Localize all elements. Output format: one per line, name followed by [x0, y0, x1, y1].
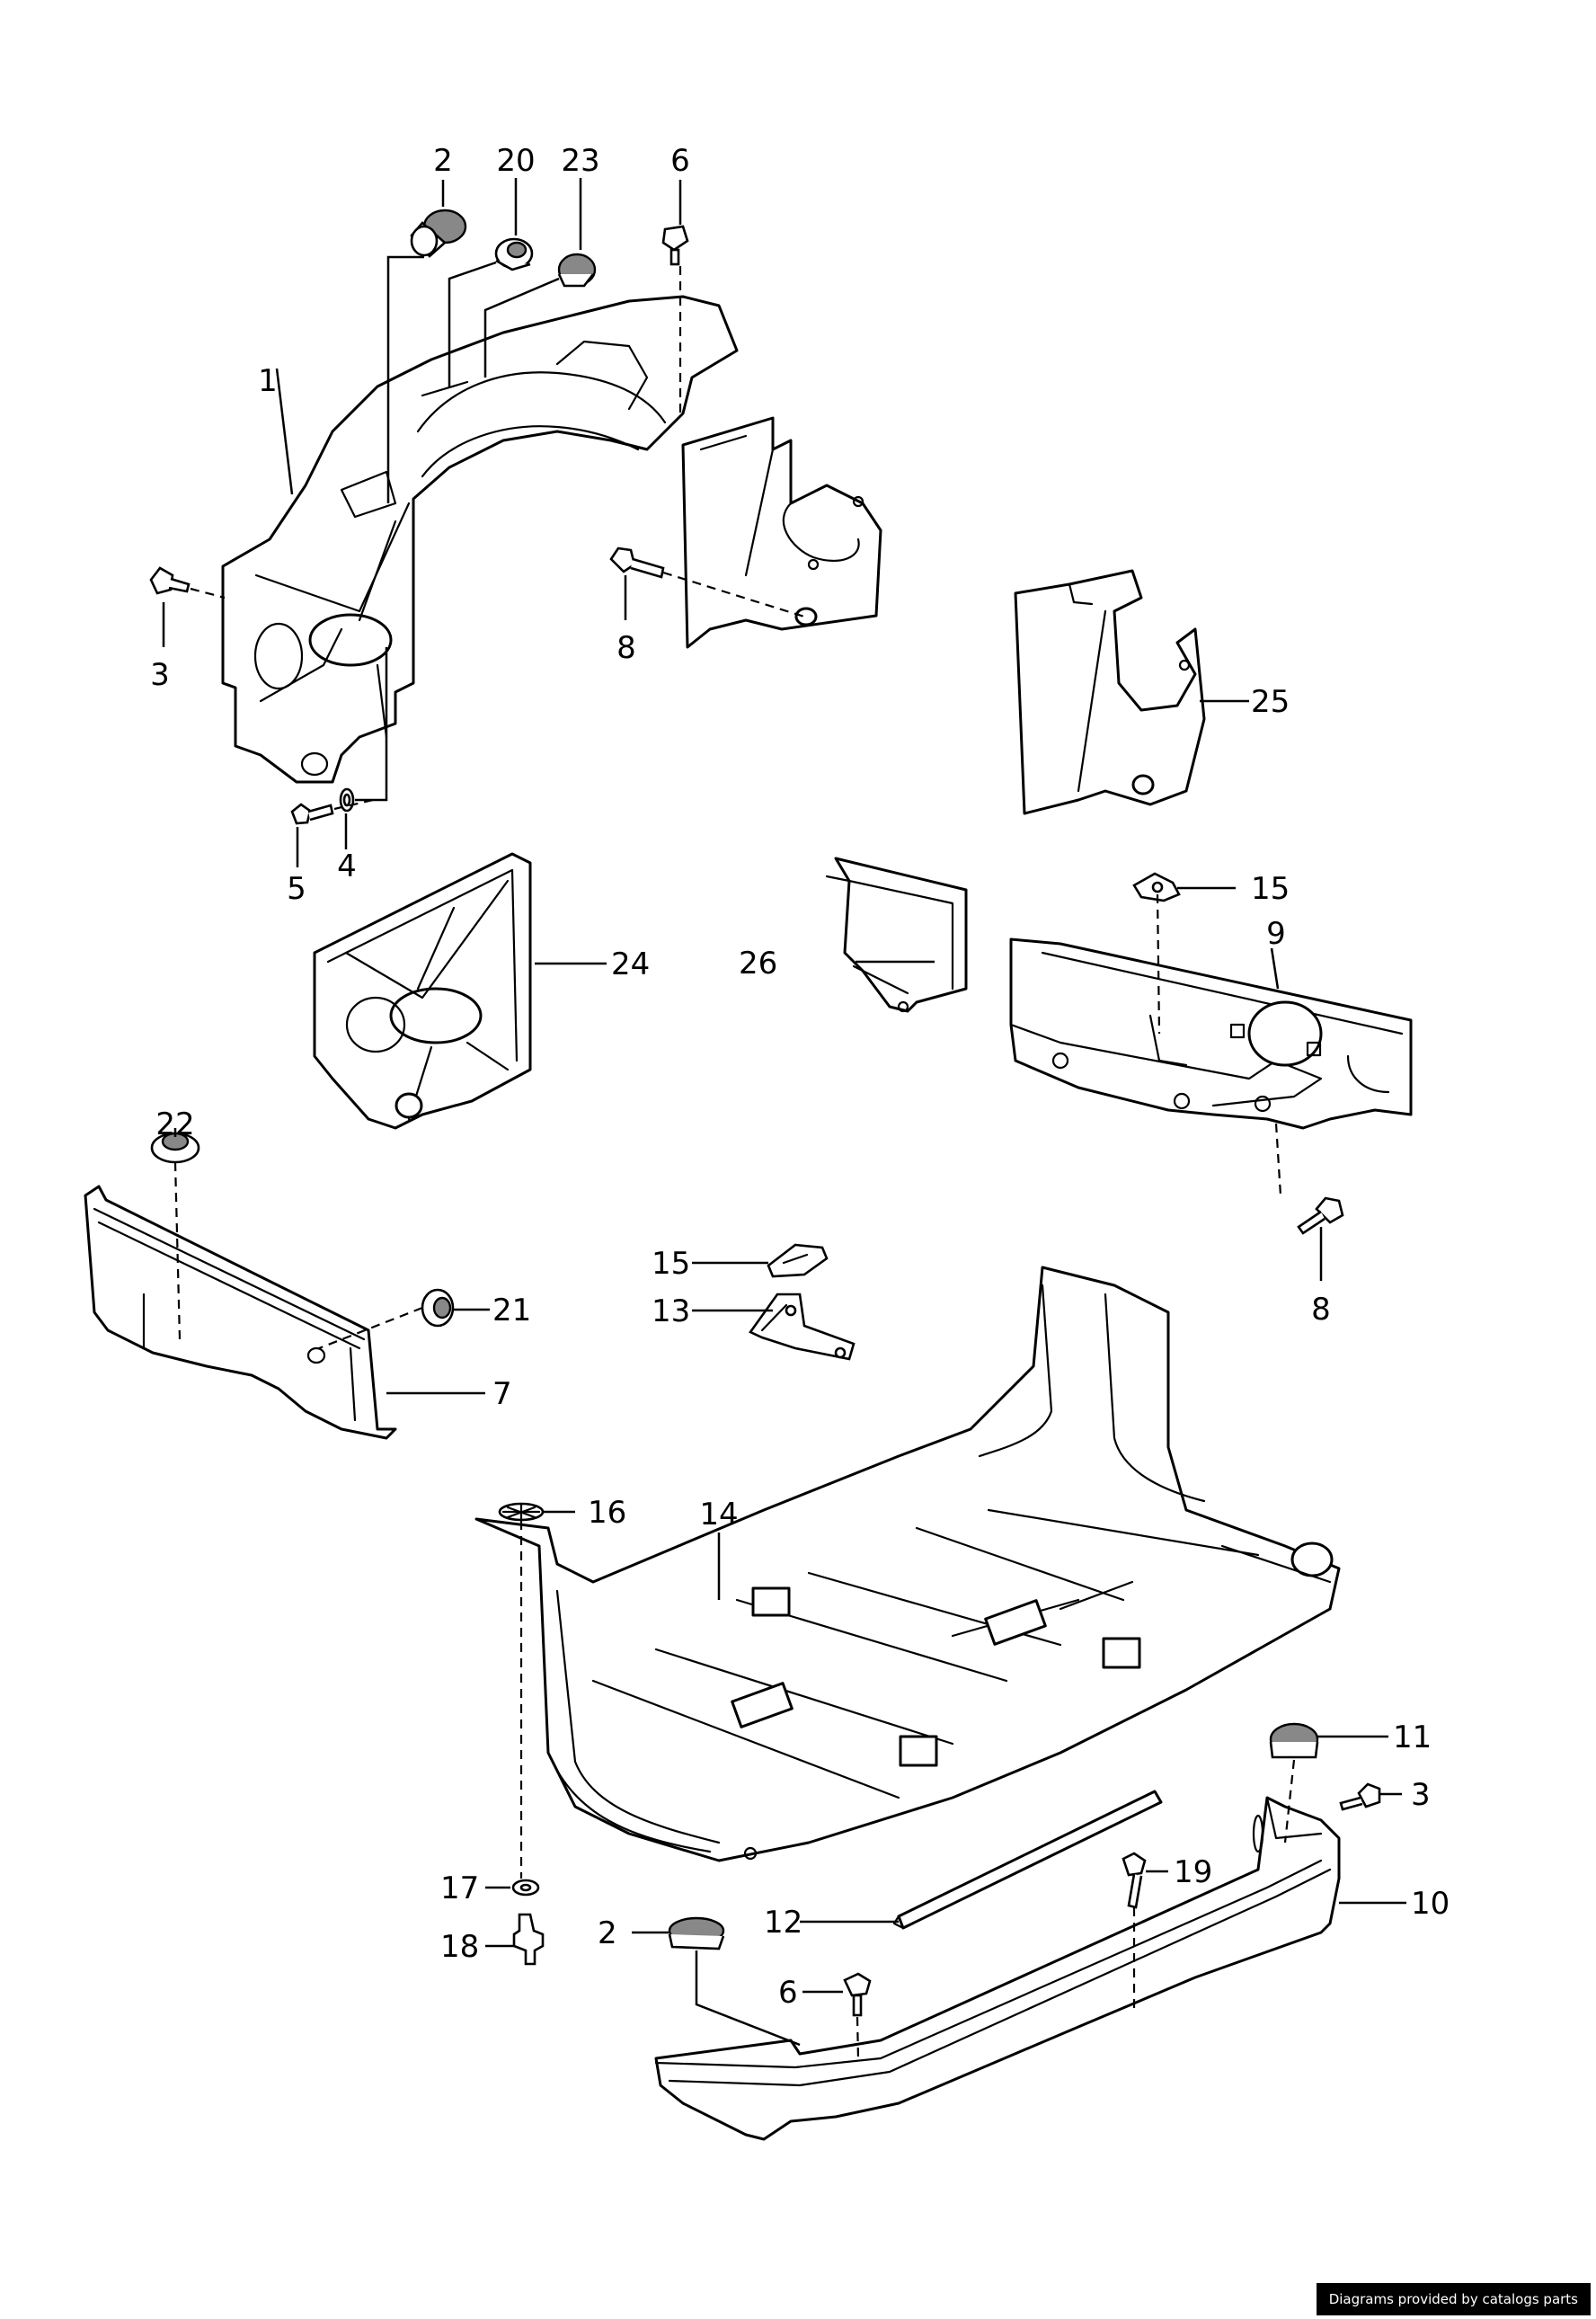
- callout-4: 4: [337, 849, 357, 884]
- bolt-3-right: [1339, 1782, 1381, 1811]
- callout-8: 8: [616, 630, 636, 666]
- callout-6: 6: [670, 143, 690, 179]
- callout-7: 7: [492, 1376, 512, 1412]
- plug-11: [1269, 1722, 1319, 1759]
- callout-11: 11: [1393, 1719, 1432, 1755]
- hardware: [149, 209, 1381, 2017]
- callout-19: 19: [1174, 1854, 1212, 1890]
- clip-15-mid: [767, 1243, 829, 1278]
- callout-25: 25: [1251, 684, 1290, 720]
- part-25-shield: [1014, 569, 1206, 815]
- callout-13: 13: [652, 1293, 690, 1329]
- bolt-8-top: [609, 546, 665, 579]
- assembly-lines: [173, 255, 1296, 2059]
- callout-2: 2: [433, 143, 453, 179]
- callout-1: 1: [258, 363, 278, 399]
- part-12-strip: [892, 1790, 1163, 1930]
- callout-9: 9: [1266, 916, 1286, 952]
- credit-badge: Diagrams provided by catalogs parts: [1316, 2283, 1591, 2315]
- callout-23: 23: [561, 143, 599, 179]
- callout-22: 22: [155, 1106, 194, 1142]
- callout-26: 26: [739, 946, 777, 982]
- callout-24: 24: [611, 946, 650, 982]
- clip-15-right: [1132, 872, 1181, 902]
- part-14-underbody-panel: [474, 1266, 1341, 1862]
- callout-labels: 1 2 20 23 6 3 8 4 5 25 24 26 15 9 22 21 …: [150, 143, 1450, 2011]
- callout-15: 15: [1251, 871, 1290, 907]
- grommet-21: [421, 1288, 455, 1328]
- callout-3: 3: [150, 657, 170, 693]
- callout-16: 16: [588, 1495, 626, 1531]
- callout-18: 18: [440, 1929, 479, 1965]
- pin-18: [512, 1913, 545, 1966]
- callout-8b: 8: [1311, 1292, 1331, 1328]
- bracket-13: [749, 1293, 856, 1361]
- callout-2b: 2: [598, 1915, 617, 1951]
- part-24-panel: [313, 852, 532, 1130]
- part-26-cover: [825, 857, 968, 1013]
- bolt-6-top: [661, 225, 689, 266]
- plug-2-bottom: [668, 1916, 725, 1950]
- part-9-cover: [1009, 937, 1413, 1130]
- clip-16: [498, 1502, 545, 1522]
- plug-23: [557, 253, 597, 288]
- bolt-8-right: [1297, 1196, 1344, 1235]
- bolt-3-left: [149, 566, 191, 595]
- callout-leaders: [162, 178, 1406, 1994]
- callout-10: 10: [1411, 1886, 1450, 1922]
- callout-21: 21: [492, 1293, 531, 1328]
- callout-17: 17: [440, 1870, 479, 1906]
- callout-3b: 3: [1411, 1777, 1431, 1813]
- plug-2-top: [410, 209, 467, 258]
- callout-5: 5: [287, 871, 306, 907]
- callout-20: 20: [496, 143, 535, 179]
- callout-14: 14: [699, 1497, 738, 1533]
- callout-12: 12: [764, 1905, 802, 1941]
- part-7-side-shield: [84, 1185, 397, 1440]
- bolt-19: [1122, 1852, 1147, 1909]
- bolt-5: [290, 803, 334, 825]
- bolt-6-bottom: [843, 1972, 872, 2017]
- part-10-rear-tray: [654, 1796, 1341, 2141]
- part-1-front-shield: [221, 295, 739, 784]
- callout-15b: 15: [652, 1246, 690, 1282]
- grommet-20: [494, 237, 534, 271]
- part-bracket-plate: [681, 416, 882, 649]
- washer-17: [511, 1879, 540, 1897]
- callout-6b: 6: [778, 1975, 798, 2011]
